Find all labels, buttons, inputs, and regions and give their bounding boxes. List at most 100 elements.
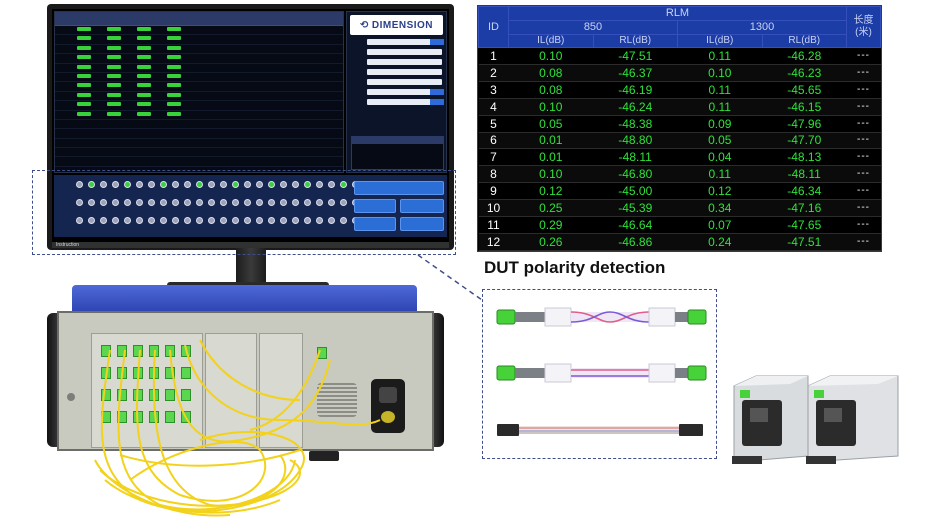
- crossed-polarity-cable: [496, 307, 707, 327]
- port-indicator-icon: [124, 217, 131, 224]
- port-indicator-icon: [124, 181, 131, 188]
- screen-table-row: [55, 82, 343, 92]
- fiber-adapter-icon: [117, 389, 127, 401]
- wavelength-header-1300: 1300: [677, 20, 847, 35]
- fiber-adapter-icon: [117, 345, 127, 357]
- port-indicator-icon: [220, 217, 227, 224]
- fiber-adapter-icon: [101, 389, 111, 401]
- screen-field: [367, 89, 444, 95]
- screen-table-row: [55, 139, 343, 149]
- screen-table-row: [55, 148, 343, 158]
- port-indicator-icon: [184, 199, 191, 206]
- port-indicator-icon: [232, 199, 239, 206]
- length-column-header: 长度(米): [846, 6, 881, 48]
- screen-port-panel: [54, 175, 447, 237]
- fiber-adapter-icon: [317, 347, 327, 359]
- port-indicator-icon: [268, 181, 275, 188]
- port-indicator-icon: [148, 181, 155, 188]
- port-indicator-icon: [172, 181, 179, 188]
- port-indicator-icon: [304, 217, 311, 224]
- screen-table-row: [55, 64, 343, 73]
- screen-summary-table: [351, 136, 444, 170]
- port-indicator-icon: [208, 217, 215, 224]
- port-indicator-icon: [316, 199, 323, 206]
- instrument-top-cover: [72, 285, 417, 313]
- port-indicator-icon: [268, 199, 275, 206]
- port-indicator-icon: [340, 199, 347, 206]
- port-indicator-icon: [208, 181, 215, 188]
- port-indicator-icon: [280, 181, 287, 188]
- port-indicator-icon: [124, 199, 131, 206]
- fiber-adapter-icon: [133, 411, 143, 423]
- screen-table-row: [55, 157, 343, 167]
- screen-field: [367, 69, 442, 75]
- screen-table-row: [55, 73, 343, 83]
- port-indicator-icon: [280, 199, 287, 206]
- screen-button[interactable]: [354, 217, 396, 231]
- port-indicator-icon: [184, 217, 191, 224]
- port-indicator-icon: [88, 199, 95, 206]
- dimension-logo-icon: ⟲: [359, 19, 369, 31]
- screen-table-header: [55, 12, 343, 26]
- screen-field: [367, 39, 444, 45]
- fiber-adapter-icon: [101, 367, 111, 379]
- screen-button[interactable]: [400, 217, 444, 231]
- screen-start-button[interactable]: [354, 181, 444, 195]
- port-indicator-icon: [328, 181, 335, 188]
- fiber-adapter-icon: [181, 411, 191, 423]
- port-indicator-icon: [148, 199, 155, 206]
- port-indicator-icon: [88, 181, 95, 188]
- port-indicator-icon: [136, 217, 143, 224]
- port-indicator-icon: [256, 199, 263, 206]
- port-indicator-icon: [160, 199, 167, 206]
- polarity-cables-illustration: [496, 307, 707, 436]
- screen-button[interactable]: [354, 199, 396, 213]
- fiber-adapter-icon: [149, 367, 159, 379]
- port-indicator-icon: [76, 217, 83, 224]
- port-indicator-icon: [88, 217, 95, 224]
- rlm-results-table: ID RLM 长度(米) 850 1300 IL(dB) RL(dB) IL(d…: [477, 5, 882, 252]
- port-indicator-icon: [100, 199, 107, 206]
- taskbar-label: Instruction: [56, 242, 80, 248]
- port-indicator-icon: [256, 181, 263, 188]
- screen-field: [367, 59, 442, 65]
- screen-table-row: [55, 45, 343, 55]
- port-indicator-icon: [328, 217, 335, 224]
- port-indicator-icon: [256, 217, 263, 224]
- fiber-adapter-icon: [133, 367, 143, 379]
- port-indicator-icon: [340, 181, 347, 188]
- port-indicator-icon: [304, 181, 311, 188]
- rlm-group-header: RLM: [508, 6, 847, 21]
- port-indicator-icon: [340, 217, 347, 224]
- monitor-display: ⟲ DIMENSION Instruction: [47, 4, 454, 250]
- polarity-modules: [730, 372, 900, 467]
- screen-logo: ⟲ DIMENSION: [350, 15, 443, 35]
- port-row: [76, 217, 359, 227]
- port-indicator-icon: [112, 181, 119, 188]
- port-indicator-icon: [112, 217, 119, 224]
- port-indicator-icon: [100, 181, 107, 188]
- port-row: [76, 181, 359, 191]
- port-indicator-icon: [196, 181, 203, 188]
- port-indicator-icon: [76, 199, 83, 206]
- port-indicator-icon: [328, 199, 335, 206]
- fiber-adapter-icon: [117, 411, 127, 423]
- screen-table-row: [55, 101, 343, 111]
- port-indicator-icon: [280, 217, 287, 224]
- screen-table-row: [55, 111, 343, 120]
- port-indicator-icon: [244, 217, 251, 224]
- fiber-adapter-icon: [101, 411, 111, 423]
- port-indicator-icon: [100, 217, 107, 224]
- port-indicator-icon: [220, 199, 227, 206]
- logo-text: DIMENSION: [371, 19, 434, 31]
- screen-button[interactable]: [400, 199, 444, 213]
- usb-port: [309, 451, 339, 461]
